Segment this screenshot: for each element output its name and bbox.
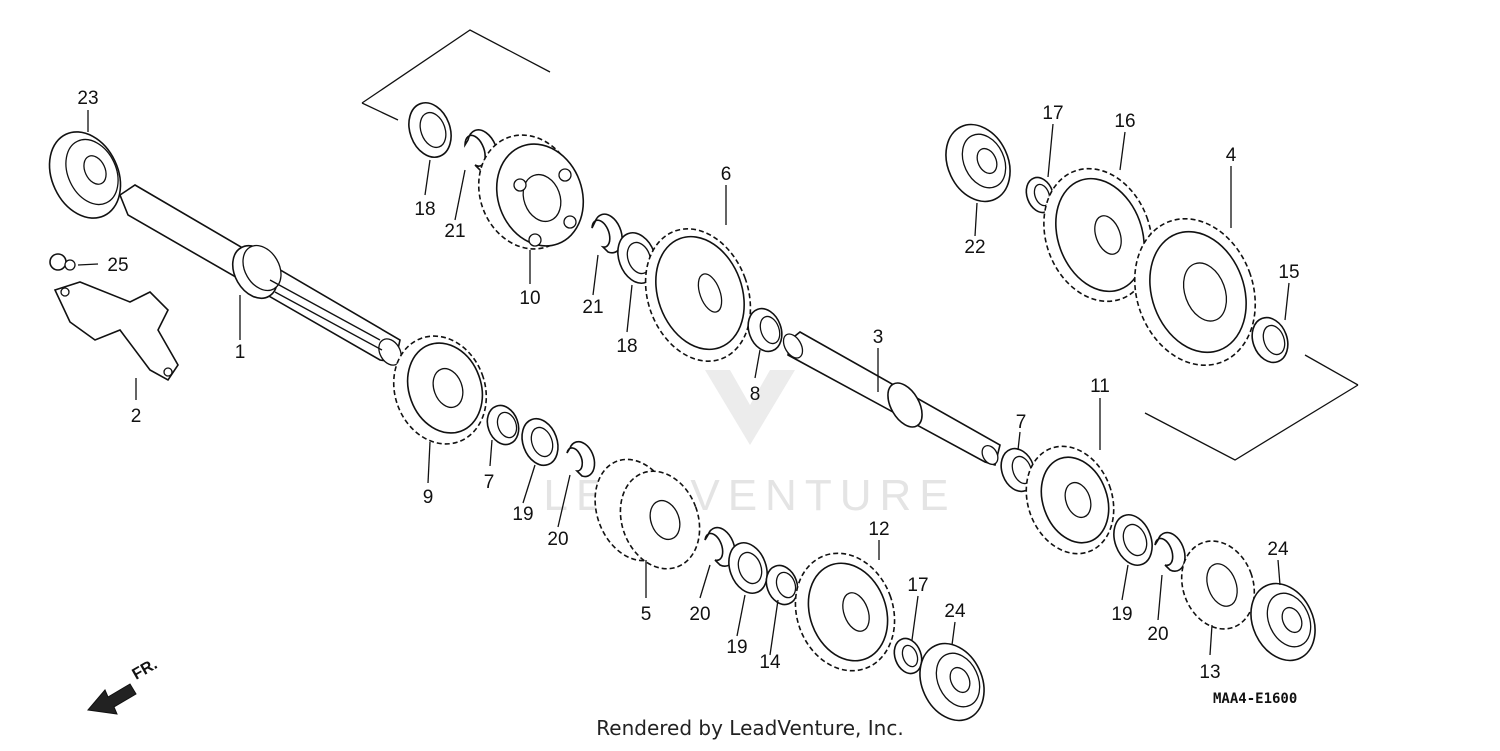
washer-18-top — [408, 102, 452, 158]
footer-credit: Rendered by LeadVenture, Inc. — [596, 716, 904, 740]
callout-20-bottom: 20 — [689, 604, 710, 625]
callout-22: 22 — [964, 237, 985, 258]
callout-2: 2 — [131, 406, 142, 427]
callout-13: 13 — [1199, 662, 1220, 683]
group-bracket-right-leg — [1304, 354, 1359, 386]
bushing-7-left — [486, 404, 520, 446]
leader-lines — [87, 110, 1290, 656]
callout-7-right: 7 — [1016, 412, 1027, 433]
countershaft-3 — [782, 331, 1001, 467]
callout-24-right: 24 — [1267, 539, 1289, 560]
circlip-21-mid — [591, 213, 623, 254]
washer-19-left — [521, 417, 559, 467]
bearing-24-bottom — [919, 642, 985, 722]
gear-11 — [1025, 445, 1115, 555]
callout-19-right: 19 — [1111, 604, 1132, 625]
watermark-logo-icon — [705, 370, 795, 445]
circlip-20-bottom — [704, 526, 736, 567]
callout-24-bottom: 24 — [944, 601, 966, 622]
callout-21-mid: 21 — [582, 297, 603, 318]
gear-16 — [1043, 167, 1153, 303]
callout-12: 12 — [868, 519, 889, 540]
circlip-20-left — [566, 440, 596, 478]
callout-21-top: 21 — [444, 221, 465, 242]
callout-4: 4 — [1226, 145, 1237, 166]
callout-8: 8 — [750, 384, 761, 405]
gear-4 — [1133, 217, 1257, 367]
callout-16: 16 — [1114, 111, 1135, 132]
callout-7-left: 7 — [484, 472, 495, 493]
bushing-15 — [1251, 316, 1289, 364]
callout-9: 9 — [423, 487, 434, 508]
bearing-22 — [945, 123, 1011, 203]
callout-17-top: 17 — [1042, 103, 1063, 124]
callout-19-bottom: 19 — [726, 637, 747, 658]
front-arrow-icon — [87, 683, 137, 715]
gear-13 — [1180, 540, 1256, 630]
callout-19-left: 19 — [512, 504, 533, 525]
gear-12 — [794, 552, 896, 672]
callout-20-right: 20 — [1147, 624, 1168, 645]
callout-18-top: 18 — [414, 199, 435, 220]
callout-10: 10 — [519, 288, 540, 309]
callout-11: 11 — [1090, 376, 1110, 397]
callout-18-mid: 18 — [616, 336, 637, 357]
callout-15: 15 — [1278, 262, 1299, 283]
circlip-20-right — [1154, 531, 1186, 572]
callout-14: 14 — [759, 652, 781, 673]
group-bracket-top — [361, 29, 551, 104]
bushing-8 — [747, 307, 783, 353]
bolt-25 — [49, 253, 99, 271]
front-direction-arrow: FR. — [87, 656, 161, 715]
washer-17-bottom — [893, 637, 923, 675]
callout-5: 5 — [641, 604, 652, 625]
callout-23: 23 — [77, 88, 98, 109]
callout-25: 25 — [107, 255, 128, 276]
front-label: FR. — [130, 656, 161, 684]
washer-19-bottom — [728, 542, 768, 594]
callout-1: 1 — [235, 342, 246, 363]
callout-6: 6 — [721, 164, 732, 185]
callouts: 1 2 3 4 5 6 7 7 8 9 10 11 12 13 14 15 16… — [77, 88, 1299, 683]
group-bracket-top-leg — [361, 102, 399, 121]
mainshaft-1 — [119, 184, 402, 366]
gear-5 — [594, 458, 701, 570]
bearing-24-right — [1250, 582, 1316, 662]
diagram-code: MAA4-E1600 — [1213, 691, 1297, 707]
bearing-23 — [48, 131, 122, 219]
gear-10 — [477, 134, 585, 250]
callout-3: 3 — [873, 327, 884, 348]
bushing-14 — [765, 564, 799, 606]
gear-6 — [644, 228, 752, 362]
bracket-2 — [53, 281, 179, 382]
callout-17-bottom: 17 — [907, 575, 928, 596]
gear-9 — [392, 335, 488, 445]
group-bracket-right — [1144, 384, 1359, 461]
washer-19-right — [1113, 514, 1153, 566]
callout-20-left: 20 — [547, 529, 568, 550]
